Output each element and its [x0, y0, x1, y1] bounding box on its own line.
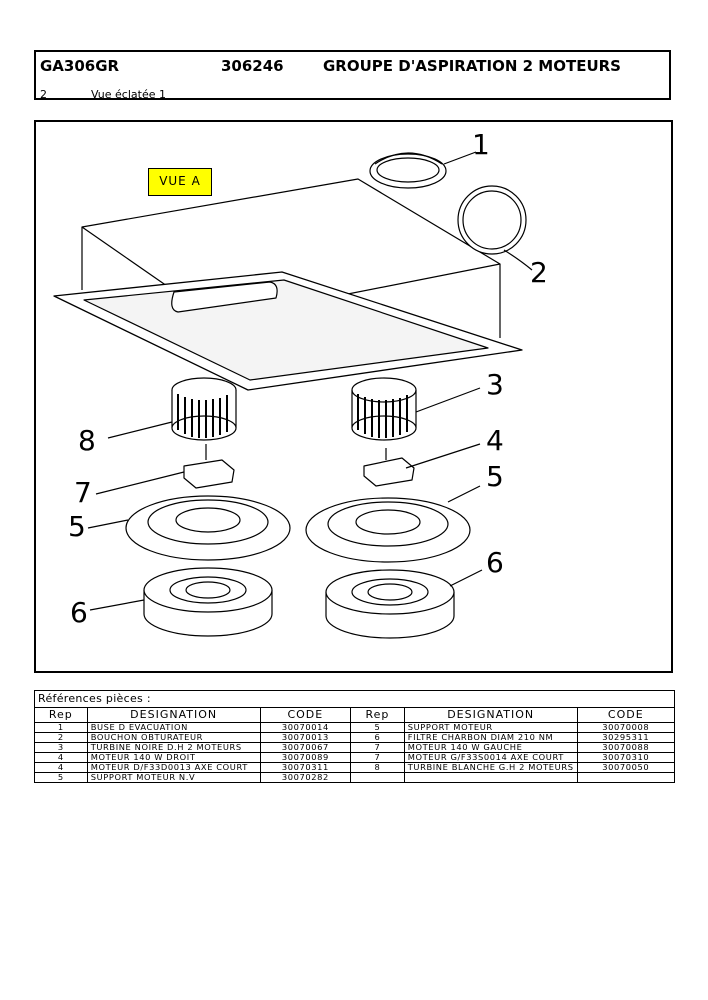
section-number: 2: [40, 88, 47, 101]
column-header: DESIGNATION: [86, 707, 261, 723]
column-header: DESIGNATION: [403, 707, 578, 723]
designation-cell: BUSE D EVACUATION: [86, 722, 261, 733]
rep-cell: 4: [34, 762, 88, 773]
designation-cell: MOTEUR 140 W GAUCHE: [403, 742, 578, 753]
callout-8: 8: [78, 424, 96, 457]
callout-5-left: 5: [68, 510, 86, 543]
code-cell: 30070067: [259, 742, 352, 753]
designation-cell: MOTEUR D/F33D0013 AXE COURT: [86, 762, 261, 773]
designation-cell: MOTEUR 140 W DROIT: [86, 752, 261, 763]
designation-cell: FILTRE CHARBON DIAM 210 NM: [403, 732, 578, 743]
rep-cell: 2: [34, 732, 88, 743]
table-row: 1 BUSE D EVACUATION 30070014 5 SUPPORT M…: [34, 722, 676, 733]
code-cell: 30070311: [259, 762, 352, 773]
code-cell: 30295311: [576, 732, 676, 743]
code-cell: [576, 772, 676, 783]
rep-cell: 5: [350, 722, 405, 733]
rep-cell: 6: [350, 732, 405, 743]
table-row: 2 BOUCHON OBTURATEUR 30070013 6 FILTRE C…: [34, 732, 676, 743]
designation-cell: SUPPORT MOTEUR: [403, 722, 578, 733]
parts-table: Références pièces : Rep DESIGNATION CODE…: [34, 690, 676, 783]
column-header: CODE: [576, 707, 676, 723]
rep-cell: [350, 772, 405, 783]
code-cell: 30070013: [259, 732, 352, 743]
code-cell: 30070008: [576, 722, 676, 733]
rep-cell: 3: [34, 742, 88, 753]
rep-cell: 8: [350, 762, 405, 773]
column-header: Rep: [34, 707, 88, 723]
code-cell: 30070282: [259, 772, 352, 783]
callout-5-right: 5: [486, 460, 504, 493]
callout-6-left: 6: [70, 596, 88, 629]
model-number: GA306GR: [40, 57, 120, 75]
view-a-label: VUE A: [148, 168, 212, 196]
rep-cell: 5: [34, 772, 88, 783]
exploded-view-drawing: [53, 151, 533, 639]
designation-cell: TURBINE BLANCHE G.H 2 MOTEURS: [403, 762, 578, 773]
product-code: 306246: [221, 57, 284, 75]
callout-6-right: 6: [486, 546, 504, 579]
callout-4: 4: [486, 424, 504, 457]
table-row: 5 SUPPORT MOTEUR N.V 30070282: [34, 772, 676, 783]
parts-table-title: Références pièces :: [34, 690, 675, 708]
rep-cell: 7: [350, 742, 405, 753]
code-cell: 30070310: [576, 752, 676, 763]
exploded-view-diagram: VUE A 1 2 3 4 5 6 8 7 5 6: [34, 120, 673, 673]
code-cell: 30070088: [576, 742, 676, 753]
designation-cell: [403, 772, 578, 783]
designation-cell: BOUCHON OBTURATEUR: [86, 732, 261, 743]
designation-cell: TURBINE NOIRE D.H 2 MOTEURS: [86, 742, 261, 753]
rep-cell: 4: [34, 752, 88, 763]
column-header: CODE: [259, 707, 352, 723]
table-row: 4 MOTEUR 140 W DROIT 30070089 7 MOTEUR G…: [34, 752, 676, 763]
rep-cell: 1: [34, 722, 88, 733]
code-cell: 30070089: [259, 752, 352, 763]
designation-cell: MOTEUR G/F33S0014 AXE COURT: [403, 752, 578, 763]
callout-7: 7: [74, 476, 92, 509]
code-cell: 30070014: [259, 722, 352, 733]
header-box: GA306GR 306246 GROUPE D'ASPIRATION 2 MOT…: [34, 50, 671, 101]
view-name: Vue éclatée 1: [91, 88, 166, 101]
column-header: Rep: [350, 707, 405, 723]
rep-cell: 7: [350, 752, 405, 763]
callout-3: 3: [486, 368, 504, 401]
code-cell: 30070050: [576, 762, 676, 773]
callout-1: 1: [472, 128, 490, 161]
page-title: GROUPE D'ASPIRATION 2 MOTEURS: [323, 57, 621, 75]
table-row: 3 TURBINE NOIRE D.H 2 MOTEURS 30070067 7…: [34, 742, 676, 753]
table-header-row: Rep DESIGNATION CODE Rep DESIGNATION COD…: [34, 707, 676, 723]
table-row: 4 MOTEUR D/F33D0013 AXE COURT 30070311 8…: [34, 762, 676, 773]
designation-cell: SUPPORT MOTEUR N.V: [86, 772, 261, 783]
callout-2: 2: [530, 256, 548, 289]
